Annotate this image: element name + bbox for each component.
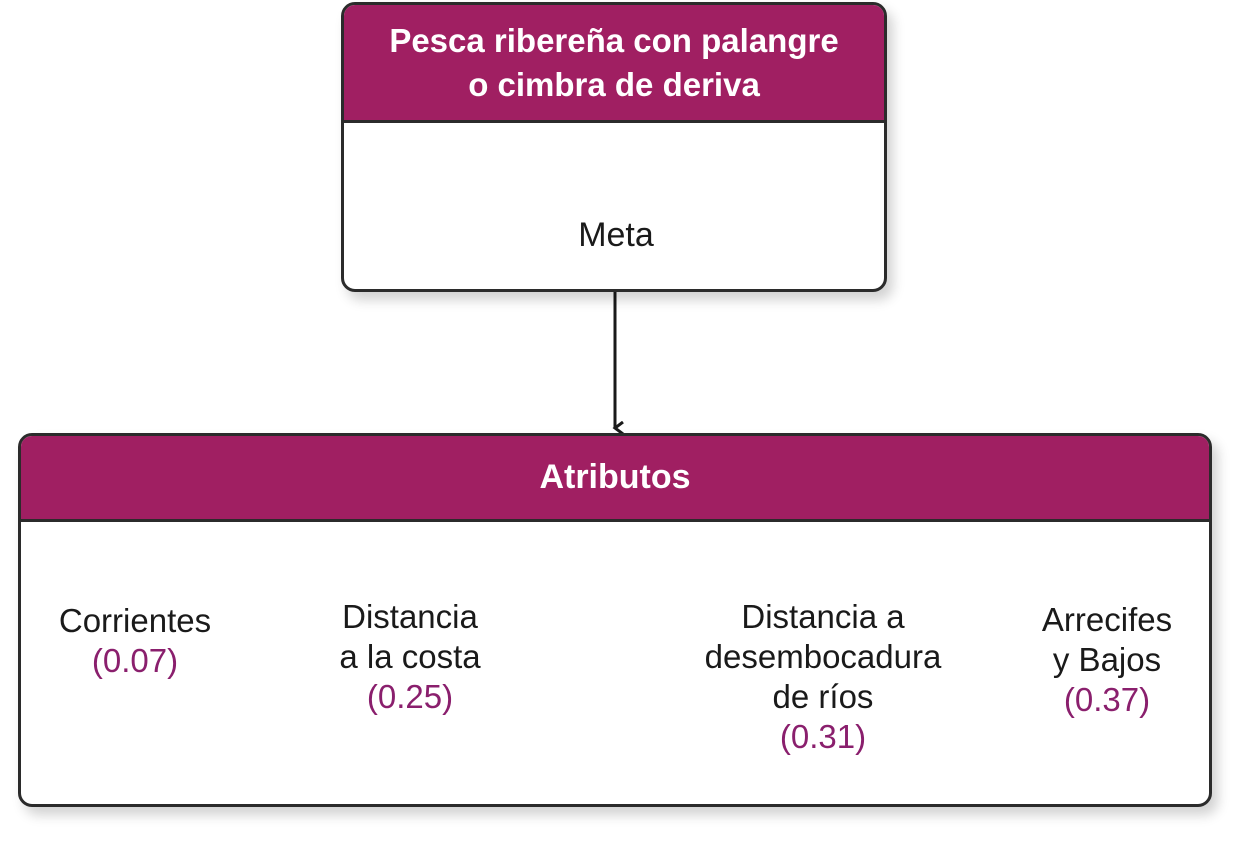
attribute-label-line: a la costa bbox=[339, 638, 481, 675]
attribute-weight: (0.37) bbox=[1063, 681, 1151, 718]
goal-box: Pesca ribereña con palangre o cimbra de … bbox=[341, 2, 887, 292]
goal-header: Pesca ribereña con palangre o cimbra de … bbox=[344, 5, 884, 123]
goal-title-line2: o cimbra de deriva bbox=[468, 65, 760, 103]
attribute-item: Distancia a desembocadura de ríos (0.31) bbox=[673, 597, 973, 757]
attribute-label-line: Arrecifes bbox=[1041, 601, 1173, 638]
attribute-item: Arrecifes y Bajos (0.37) bbox=[1017, 600, 1197, 720]
attribute-label-line: de ríos bbox=[772, 678, 874, 715]
attribute-weight: (0.25) bbox=[366, 678, 454, 715]
attribute-item: Corrientes (0.07) bbox=[35, 601, 235, 681]
goal-title-line1: Pesca ribereña con palangre bbox=[389, 21, 839, 59]
attribute-label-line: Distancia a bbox=[741, 598, 905, 635]
attribute-label-line: Distancia bbox=[342, 598, 478, 635]
attributes-title: Atributos bbox=[539, 458, 691, 496]
attribute-weight: (0.31) bbox=[779, 718, 867, 755]
attribute-label-line: desembocadura bbox=[704, 638, 942, 675]
attribute-label-line: y Bajos bbox=[1052, 641, 1162, 678]
attributes-header: Atributos bbox=[21, 436, 1209, 522]
attribute-label-line: Corrientes bbox=[58, 602, 212, 639]
attributes-box: Atributos bbox=[18, 433, 1212, 807]
goal-label: Meta bbox=[578, 216, 654, 254]
attribute-weight: (0.07) bbox=[91, 642, 179, 679]
attribute-item: Distancia a la costa (0.25) bbox=[310, 597, 510, 717]
